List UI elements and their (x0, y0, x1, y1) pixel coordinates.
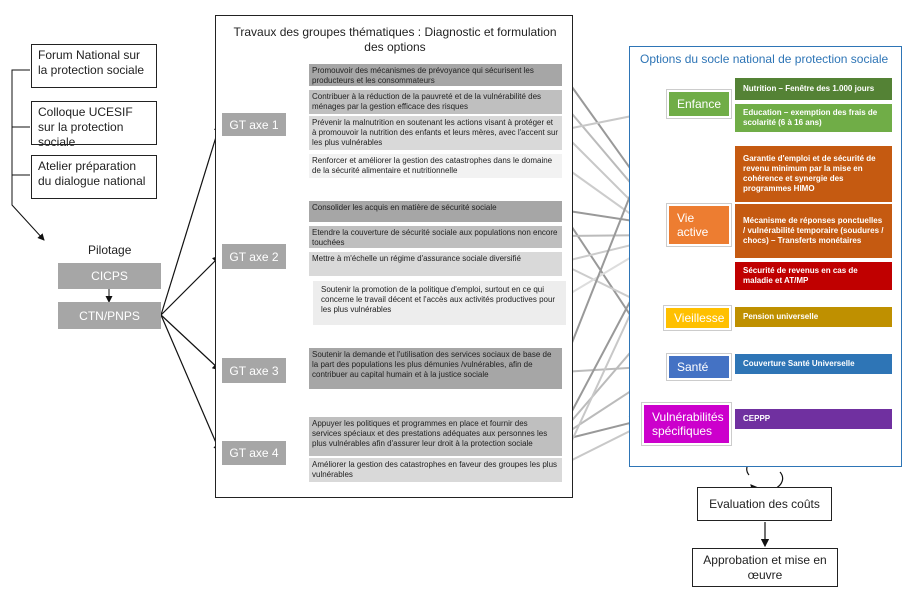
input-colloque-label: Colloque UCESIF sur la protection social… (38, 105, 133, 149)
objective-3: Prévenir la malnutrition en soutenant le… (309, 116, 562, 150)
objective-9: Soutenir la demande et l'utilisation des… (309, 348, 562, 389)
category-vulnerabilites: Vulnérabilités spécifiques (642, 403, 731, 445)
approbation-label: Approbation et mise en œuvre (703, 552, 827, 582)
option-pension-universelle: Pension universelle (735, 307, 892, 327)
category-vie-active: Vie active (667, 204, 731, 246)
pilotage-label: Pilotage (88, 243, 132, 257)
objective-8: Soutenir la promotion de la politique d'… (313, 281, 566, 325)
gt-axe-3: GT axe 3 (222, 358, 286, 383)
option-ceppp: CEPPP (735, 409, 892, 429)
thematic-groups-title: Travaux des groupes thématiques : Diagno… (233, 25, 557, 54)
category-sante: Santé (667, 354, 731, 380)
evaluation-couts-box: Evaluation des coûts (697, 487, 832, 521)
option-couverture-sante: Couverture Santé Universelle (735, 354, 892, 374)
ctn-pnps-box: CTN/PNPS (58, 302, 161, 329)
input-atelier-label: Atelier préparation du dialogue national (38, 159, 146, 188)
gt-axe-1: GT axe 1 (222, 113, 286, 136)
objective-7: Mettre à m'échelle un régime d'assurance… (309, 252, 562, 276)
option-nutrition: Nutrition – Fenêtre des 1.000 jours (735, 78, 892, 100)
category-enfance: Enfance (667, 90, 731, 118)
objective-1: Promouvoir des mécanismes de prévoyance … (309, 64, 562, 86)
input-atelier: Atelier préparation du dialogue national (31, 155, 157, 199)
input-colloque-ucesif: Colloque UCESIF sur la protection social… (31, 101, 157, 149)
approbation-box: Approbation et mise en œuvre (692, 548, 838, 587)
objective-2: Contribuer à la réduction de la pauvreté… (309, 90, 562, 114)
objective-6: Etendre la couverture de sécurité social… (309, 226, 562, 248)
input-forum-national: Forum National sur la protection sociale (31, 44, 157, 88)
objective-5: Consolider les acquis en matière de sécu… (309, 201, 562, 222)
option-mecanisme-reponses: Mécanisme de réponses ponctuelles / vuln… (735, 204, 892, 258)
option-education: Education – exemption des frais de scola… (735, 104, 892, 132)
objective-10: Appuyer les politiques et programmes en … (309, 417, 562, 456)
objective-11: Améliorer la gestion des catastrophes en… (309, 458, 562, 482)
option-garantie-emploi: Garantie d'emploi et de sécurité de reve… (735, 146, 892, 202)
cicps-box: CICPS (58, 263, 161, 289)
gt-axe-2: GT axe 2 (222, 244, 286, 269)
category-vieillesse: Vieillesse (664, 306, 731, 330)
objective-4: Renforcer et améliorer la gestion des ca… (309, 154, 562, 178)
input-forum-label: Forum National sur la protection sociale (38, 48, 145, 77)
option-securite-revenus: Sécurité de revenus en cas de maladie et… (735, 262, 892, 290)
gt-axe-4: GT axe 4 (222, 441, 286, 465)
evaluation-couts-label: Evaluation des coûts (709, 496, 820, 511)
options-title: Options du socle national de protection … (640, 52, 889, 66)
